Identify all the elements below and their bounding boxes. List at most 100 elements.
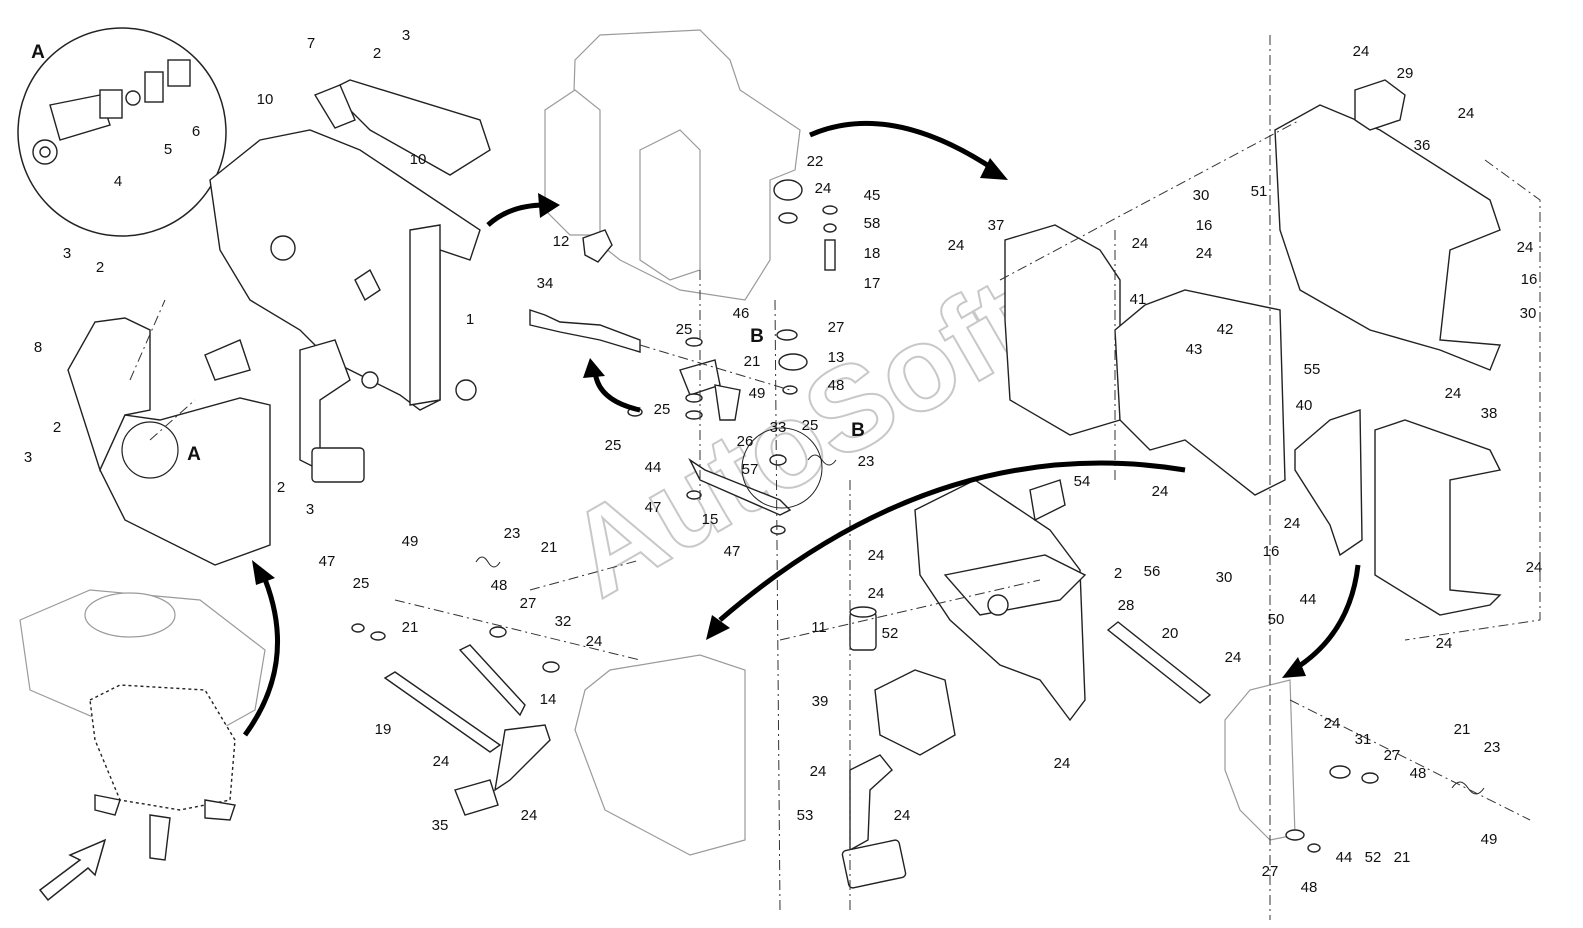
part-callout-c3b: 3	[63, 245, 71, 262]
bracket-39	[874, 669, 956, 756]
part-callout-c23a: 23	[858, 453, 875, 470]
part-callout-c23c: 23	[504, 525, 521, 542]
part-callout-c55: 55	[1304, 361, 1321, 378]
part-callout-c25b: 25	[654, 401, 671, 418]
part-callout-c40: 40	[1296, 397, 1313, 414]
part-callout-c30b: 30	[1520, 305, 1537, 322]
part-callout-c30c: 30	[1216, 569, 1233, 586]
part-callout-c24b: 24	[1132, 235, 1149, 252]
part-callout-c29: 29	[1397, 65, 1414, 82]
part-callout-c24r: 24	[894, 807, 911, 824]
part-callout-c-B1: B	[750, 326, 764, 347]
part-callout-c24d: 24	[1353, 43, 1370, 60]
part-callout-c49a: 49	[749, 385, 766, 402]
part-callout-c6: 6	[192, 123, 200, 140]
part-callout-c56: 56	[1144, 563, 1161, 580]
part-callout-c39: 39	[812, 693, 829, 710]
part-callout-c24g: 24	[1517, 239, 1534, 256]
part-callout-c42: 42	[1217, 321, 1234, 338]
part-callout-c11: 11	[811, 619, 827, 636]
part-callout-c12: 12	[553, 233, 570, 250]
part-callout-c2e: 2	[1114, 565, 1122, 582]
detail-a-circle	[17, 27, 227, 237]
part-callout-c27c: 27	[1262, 863, 1279, 880]
part-callout-c5: 5	[164, 141, 172, 158]
part-callout-c25e: 25	[353, 575, 370, 592]
part-callout-c21d: 21	[541, 539, 558, 556]
part-callout-c4: 4	[114, 173, 122, 190]
part-callout-c3c: 3	[24, 449, 32, 466]
bracket-41	[1114, 289, 1286, 496]
part-callout-c20: 20	[1162, 625, 1179, 642]
part-callout-c53: 53	[797, 807, 814, 824]
part-callout-c15: 15	[702, 511, 719, 528]
part-callout-c24n: 24	[868, 585, 885, 602]
lever-assembly-lower-left	[351, 556, 560, 816]
part-callout-c36: 36	[1414, 137, 1431, 154]
shaft-20	[1106, 621, 1212, 704]
part-callout-c47b: 47	[724, 543, 741, 560]
part-callout-c47c: 47	[319, 553, 336, 570]
part-callout-c2c: 2	[53, 419, 61, 436]
part-callout-c21b: 21	[1454, 721, 1471, 738]
part-callout-c46: 46	[733, 305, 750, 322]
part-callout-c25d: 25	[605, 437, 622, 454]
part-callout-c14: 14	[540, 691, 557, 708]
bracket-37	[1004, 224, 1121, 436]
part-callout-c37: 37	[988, 217, 1005, 234]
part-callout-c24h: 24	[1445, 385, 1462, 402]
part-callout-c24i: 24	[1152, 483, 1169, 500]
part-callout-c27d: 27	[520, 595, 537, 612]
part-callout-c10a: 10	[257, 91, 274, 108]
part-callout-c44c: 44	[1336, 849, 1353, 866]
part-callout-c47a: 47	[645, 499, 662, 516]
part-callout-c38: 38	[1481, 405, 1498, 422]
bracket-28	[914, 479, 1087, 722]
part-callout-c48c: 48	[1301, 879, 1318, 896]
part-callout-c24f: 24	[1196, 245, 1213, 262]
pedal-assembly-left	[204, 79, 491, 483]
bracket-38	[1374, 419, 1502, 616]
lever-34	[529, 229, 641, 353]
part-callout-c19: 19	[375, 721, 392, 738]
part-callout-c57: 57	[742, 461, 759, 478]
part-callout-c48d: 48	[491, 577, 508, 594]
pedal-53	[841, 754, 907, 889]
part-callout-c22: 22	[807, 153, 824, 170]
view-direction-arrow	[38, 838, 107, 902]
part-callout-c17: 17	[864, 275, 881, 292]
part-callout-c54: 54	[1074, 473, 1091, 490]
part-callout-c2b: 2	[96, 259, 104, 276]
part-callout-c49c: 49	[402, 533, 419, 550]
part-callout-c24t: 24	[586, 633, 603, 650]
part-callout-c52b: 52	[1365, 849, 1382, 866]
part-callout-c49b: 49	[1481, 831, 1498, 848]
part-callout-c44a: 44	[645, 459, 662, 476]
part-callout-c35: 35	[432, 817, 449, 834]
part-callout-c52a: 52	[882, 625, 899, 642]
part-callout-c24o: 24	[1225, 649, 1242, 666]
part-callout-c21a: 21	[744, 353, 761, 370]
part-callout-c41: 41	[1130, 291, 1147, 308]
part-callout-c25c: 25	[802, 417, 819, 434]
part-callout-c16b: 16	[1521, 271, 1538, 288]
part-callout-c24c: 24	[948, 237, 965, 254]
part-callout-c33: 33	[770, 419, 787, 436]
bracket-36	[1274, 79, 1502, 371]
part-callout-c24m: 24	[868, 547, 885, 564]
part-callout-c27a: 27	[828, 319, 845, 336]
part-callout-c25a: 25	[676, 321, 693, 338]
center-hardware	[627, 179, 838, 535]
part-callout-c24u: 24	[433, 753, 450, 770]
part-callout-c32: 32	[555, 613, 572, 630]
part-callout-c1: 1	[466, 311, 474, 328]
part-callout-c26: 26	[737, 433, 754, 450]
part-callout-c24s: 24	[1324, 715, 1341, 732]
part-callout-c48a: 48	[828, 377, 845, 394]
part-callout-c18: 18	[864, 245, 881, 262]
part-callout-c27b: 27	[1384, 747, 1401, 764]
part-callout-c16c: 16	[1263, 543, 1280, 560]
pedal-housing-center	[544, 29, 801, 301]
